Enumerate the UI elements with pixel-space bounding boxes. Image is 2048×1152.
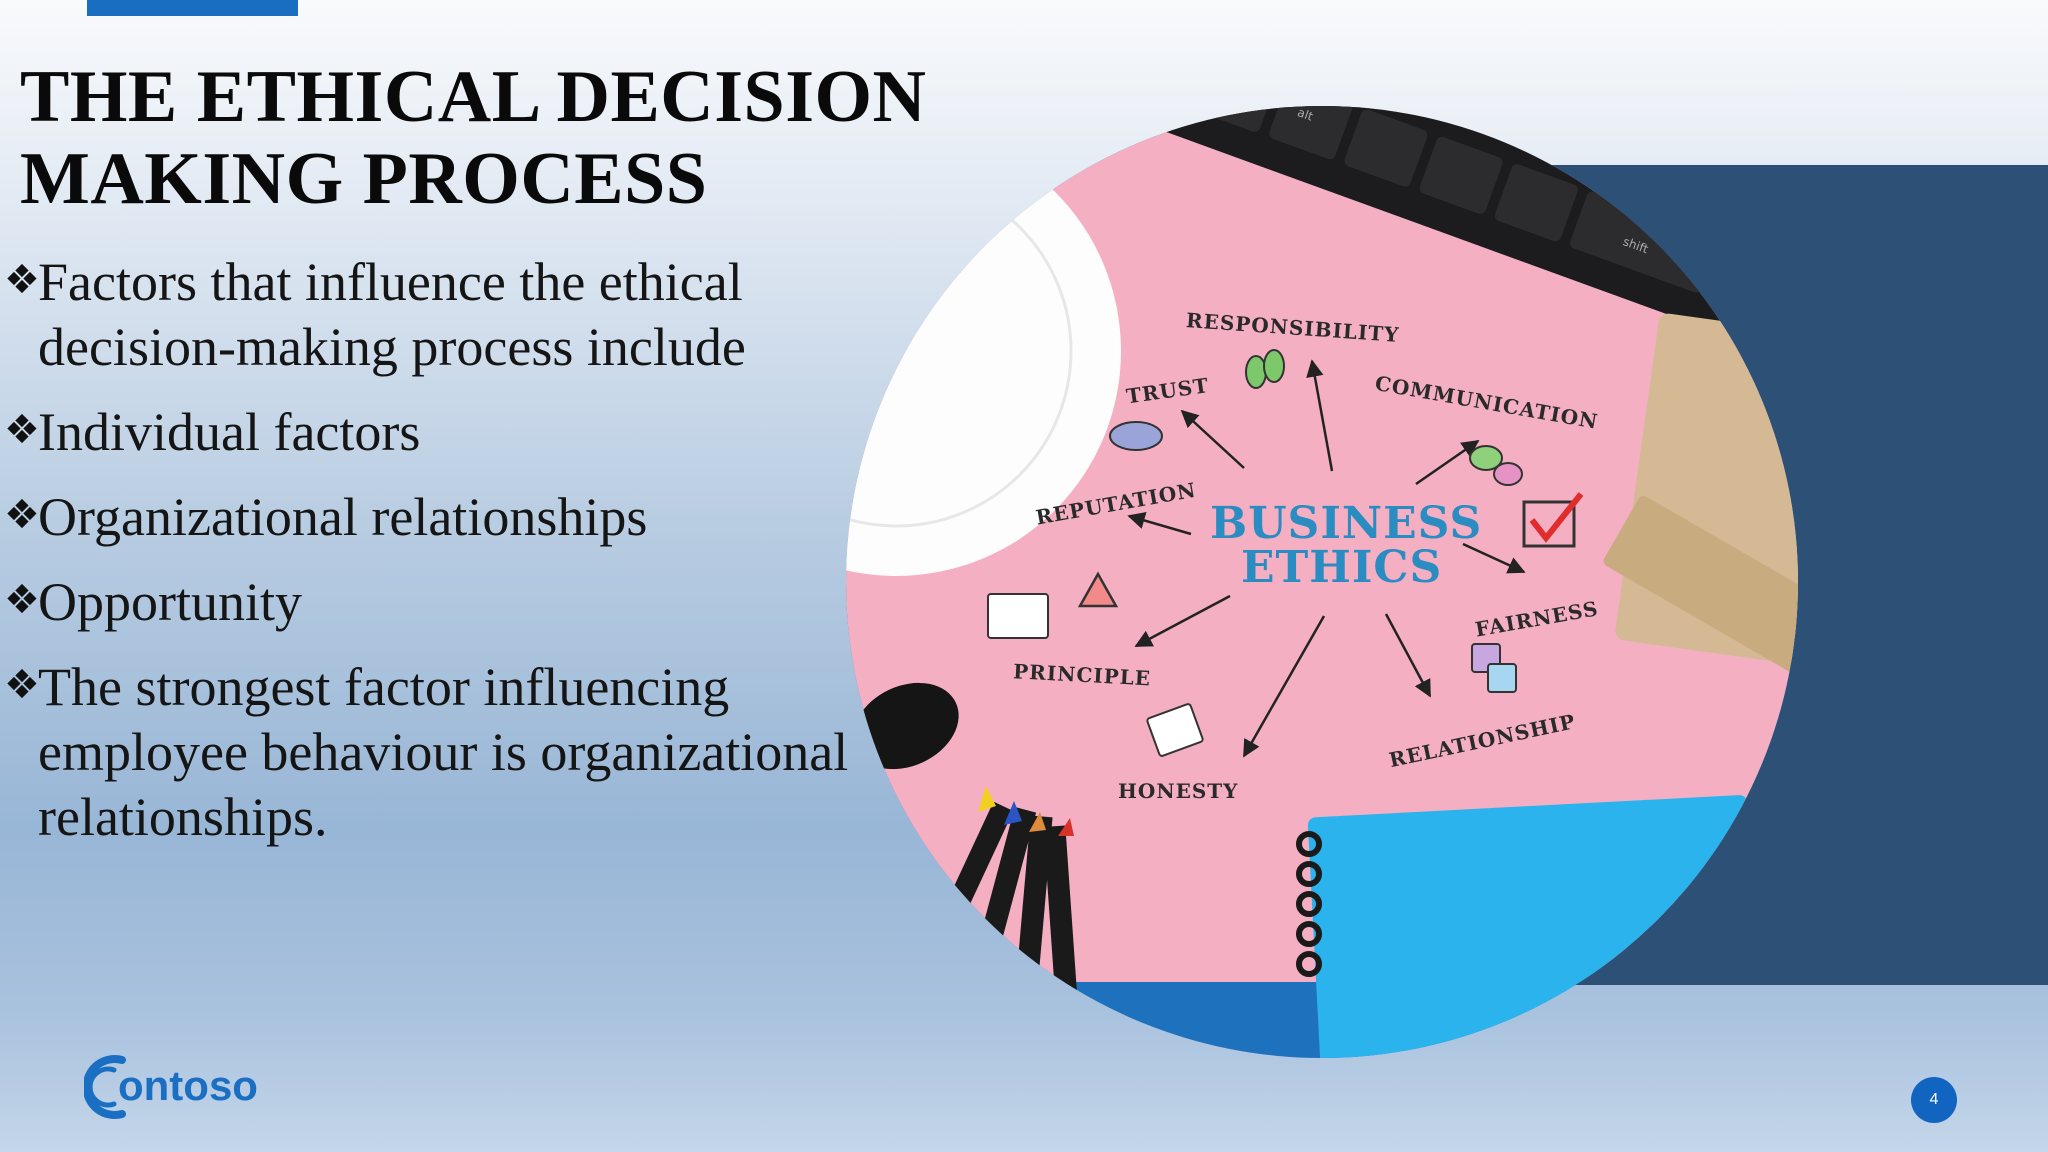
page-number-badge: 4 xyxy=(1911,1077,1957,1123)
bullet-text: Organizational relationships xyxy=(38,487,648,547)
bullet-text: The strongest factor influencing employe… xyxy=(38,657,849,847)
speech-bubbles-icon xyxy=(1469,445,1523,486)
contoso-logo: ontoso xyxy=(84,1055,258,1119)
warning-icon xyxy=(1077,571,1119,608)
mouse-shape xyxy=(853,682,959,770)
bullet-diamond-icon: ❖ xyxy=(4,407,40,453)
puzzle-icon xyxy=(1471,643,1517,693)
handshake-icon xyxy=(1109,421,1163,451)
center-label-business: BUSINESS xyxy=(1210,498,1482,549)
bullet-item: ❖Factors that influence the ethical deci… xyxy=(0,250,860,380)
bullet-list: ❖Factors that influence the ethical deci… xyxy=(0,250,860,870)
center-label-ethics: ETHICS xyxy=(1241,542,1442,593)
plant-icon xyxy=(1245,349,1285,389)
bullet-text: Factors that influence the ethical decis… xyxy=(38,252,746,377)
keyboard-shape: command option alt shift xyxy=(1065,106,1782,328)
book-icon xyxy=(987,593,1049,639)
slide-title: THE ETHICAL DECISION MAKING PROCESS xyxy=(20,56,927,220)
title-line-1: THE ETHICAL DECISION xyxy=(20,56,927,138)
bullet-diamond-icon: ❖ xyxy=(4,577,40,623)
label-honesty: HONESTY xyxy=(1118,779,1238,803)
title-line-2: MAKING PROCESS xyxy=(20,138,708,220)
key-alt-label: alt xyxy=(1296,106,1316,124)
business-ethics-photo: command option alt shift xyxy=(846,106,1798,1058)
bullet-text: Individual factors xyxy=(38,402,421,462)
bullet-diamond-icon: ❖ xyxy=(4,492,40,538)
accent-bar xyxy=(87,0,298,16)
bullet-diamond-icon: ❖ xyxy=(4,257,40,303)
bullet-item: ❖Opportunity xyxy=(0,570,860,635)
document-pen-icon xyxy=(1146,703,1204,757)
craft-box-shape xyxy=(1603,313,1798,676)
bullet-item: ❖The strongest factor influencing employ… xyxy=(0,655,860,850)
bullet-diamond-icon: ❖ xyxy=(4,662,40,708)
logo-text: ontoso xyxy=(118,1062,258,1109)
bullet-item: ❖Organizational relationships xyxy=(0,485,860,550)
notebook-shape xyxy=(1296,795,1761,1058)
key-option-label: option xyxy=(1208,106,1248,110)
bullet-item: ❖Individual factors xyxy=(0,400,860,465)
bullet-text: Opportunity xyxy=(38,572,302,632)
checkbox-icon xyxy=(1522,492,1584,548)
